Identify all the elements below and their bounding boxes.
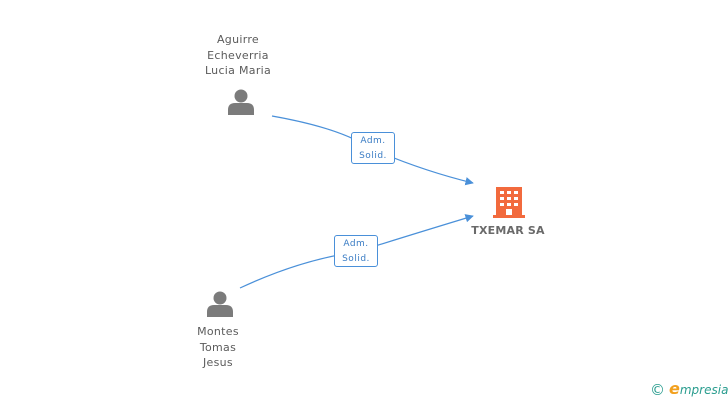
edge-label-line: Adm. xyxy=(360,136,386,146)
brand-logo: ©empresia xyxy=(650,379,728,399)
brand-logo-text: mpresia xyxy=(679,383,728,397)
company-name[interactable]: TXEMAR SA xyxy=(471,224,545,237)
person-name-line: Aguirre xyxy=(216,33,259,46)
edge-label-line: Solid. xyxy=(359,151,387,161)
person-name-line: Montes xyxy=(197,325,239,338)
person-icon[interactable] xyxy=(207,291,233,318)
edge-label-line: Adm. xyxy=(343,239,369,249)
edge-label-line: Solid. xyxy=(342,254,370,264)
person-name-line: Jesus xyxy=(203,356,233,369)
person-name-line: Lucia Maria xyxy=(204,64,272,77)
person-name-line: Tomas xyxy=(199,340,237,354)
edge-label: Adm. Solid. xyxy=(334,235,378,267)
edge-label: Adm. Solid. xyxy=(351,132,395,164)
building-icon[interactable] xyxy=(493,187,525,218)
person-name[interactable]: Montes Tomas Jesus xyxy=(158,324,278,371)
brand-logo-e: e xyxy=(669,379,680,398)
person-name[interactable]: Aguirre Echeverria Lucia Maria xyxy=(178,32,298,79)
person-name-line: Echeverria xyxy=(207,48,269,62)
person-icon[interactable] xyxy=(228,89,254,116)
copyright-icon: © xyxy=(650,381,665,399)
